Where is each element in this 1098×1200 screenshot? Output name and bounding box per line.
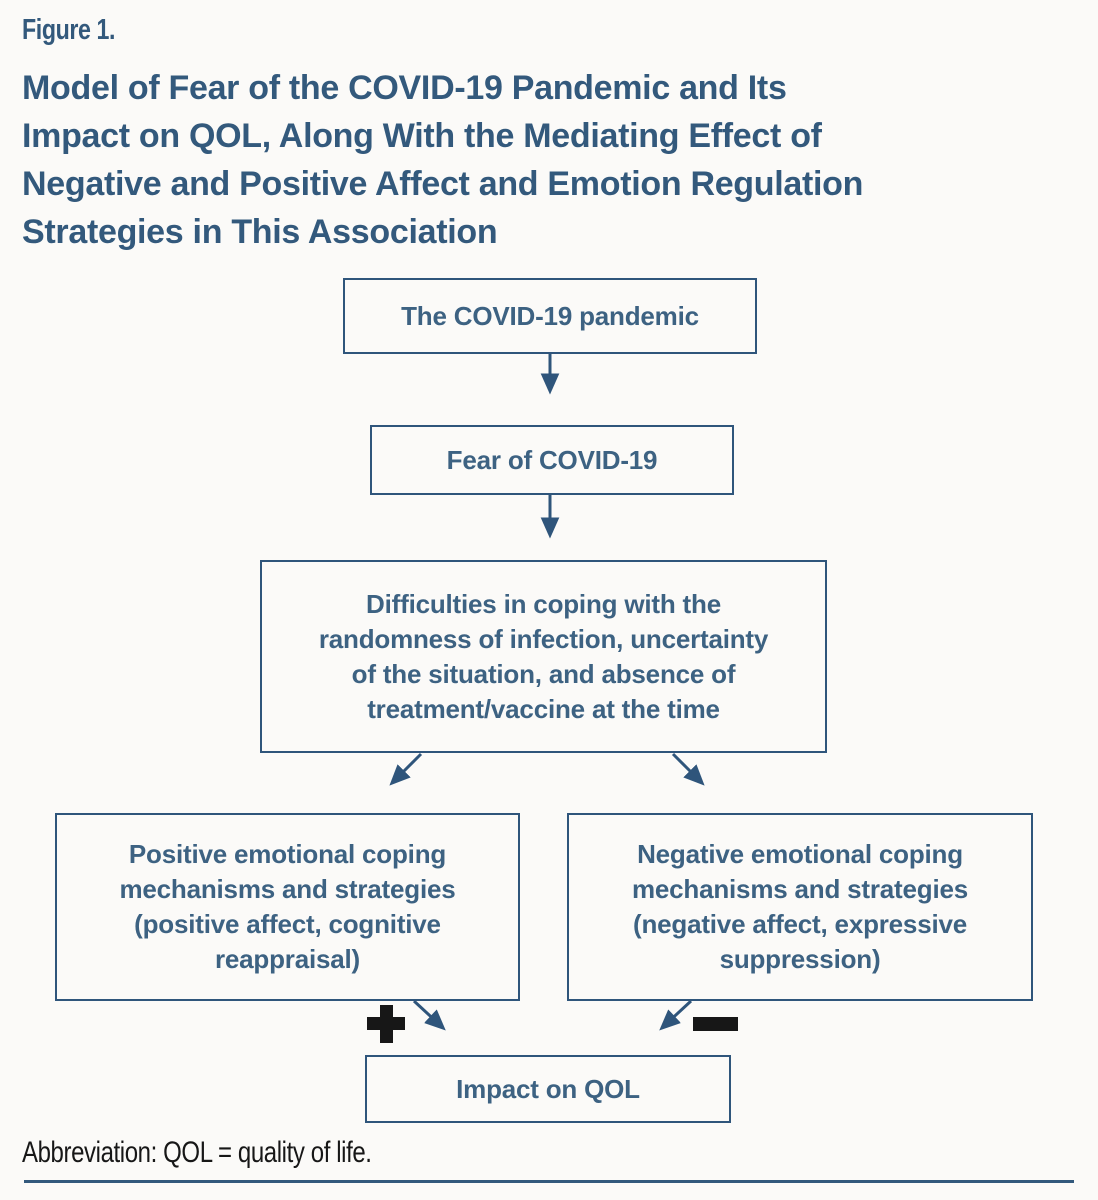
figure-label: Figure 1. <box>22 14 116 46</box>
negative-coping-box-line: mechanisms and strategies <box>631 874 969 904</box>
diagonal-arrow-positive-to-impact <box>412 999 446 1031</box>
plus-icon <box>367 1005 405 1043</box>
difficulties-box-line: of the situation, and absence of <box>351 658 736 689</box>
abbreviation-note: Abbreviation: QOL = quality of life. <box>22 1136 372 1169</box>
figure-title-line: Model of Fear of the COVID-19 Pandemic a… <box>22 69 787 107</box>
positive-coping-box-line: reappraisal) <box>214 944 360 974</box>
positive-coping-box-line: Positive emotional coping <box>128 839 447 869</box>
negative-coping-box-line: (negative affect, expressive <box>632 909 967 939</box>
diagonal-arrow-to-positive-box <box>389 752 423 786</box>
figure-title-line: Impact on QOL, Along With the Mediating … <box>22 117 822 155</box>
impact-box: Impact on QOL <box>365 1055 731 1123</box>
positive-coping-box-line: mechanisms and strategies <box>119 874 456 904</box>
difficulties-box: Difficulties in coping with the randomne… <box>260 560 827 753</box>
bottom-rule <box>24 1180 1074 1183</box>
negative-coping-box-line: Negative emotional coping <box>637 839 963 869</box>
figure-title: Model of Fear of the COVID-19 Pandemic a… <box>22 64 863 256</box>
figure-title-line: Negative and Positive Affect and Emotion… <box>22 165 864 203</box>
pandemic-box: The COVID-19 pandemic <box>343 278 757 354</box>
fear-box-label: Fear of COVID-19 <box>446 444 658 475</box>
negative-coping-box: Negative emotional coping mechanisms and… <box>567 813 1033 1001</box>
pandemic-box-label: The COVID-19 pandemic <box>401 300 699 331</box>
figure-title-line: Strategies in This Association <box>22 213 498 251</box>
diagonal-arrow-to-negative-box <box>671 752 705 786</box>
minus-icon <box>693 1017 738 1031</box>
fear-box: Fear of COVID-19 <box>370 425 734 495</box>
positive-coping-box: Positive emotional coping mechanisms and… <box>55 813 520 1001</box>
impact-box-label: Impact on QOL <box>456 1073 640 1104</box>
positive-coping-box-line: (positive affect, cognitive <box>134 909 441 939</box>
diagonal-arrow-negative-to-impact <box>659 999 693 1031</box>
difficulties-box-line: treatment/vaccine at the time <box>367 693 720 724</box>
difficulties-box-line: Difficulties in coping with the <box>366 588 721 619</box>
difficulties-box-line: randomness of infection, uncertainty <box>318 623 769 654</box>
negative-coping-box-line: suppression) <box>719 944 881 974</box>
